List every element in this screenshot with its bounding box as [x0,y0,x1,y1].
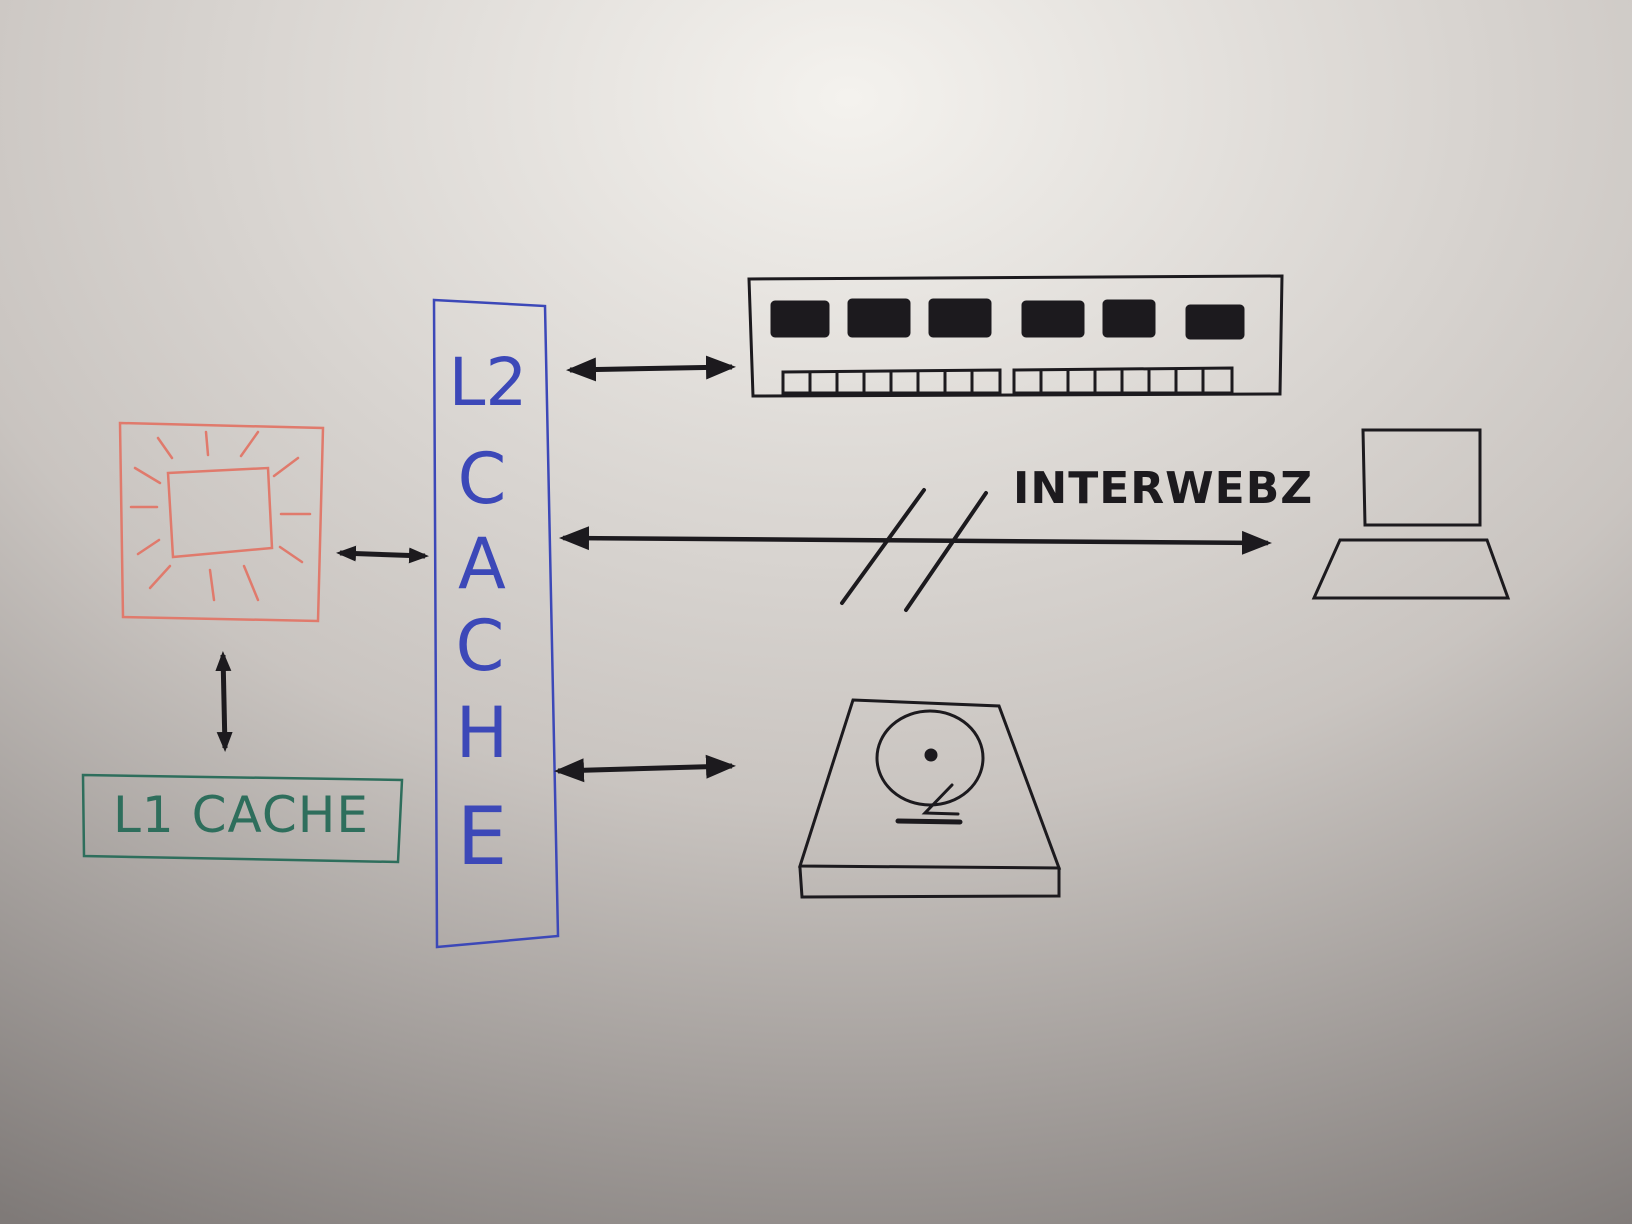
l2-disk-arrow [554,754,736,783]
laptop-icon [1311,428,1511,600]
l2-network-arrow [559,526,1272,555]
l2-cache: L2 C A C H E [432,298,560,949]
hard-drive-icon [797,698,1062,899]
l2-cache-letter-c1: C [458,438,507,520]
l2-cache-letter-a: A [458,523,506,605]
network-break-marks [840,488,988,612]
l2-cache-letter-c2: C [456,605,505,687]
l2-cache-letter-e: E [457,790,508,883]
memory-module-icon [747,274,1284,398]
cpu-l1-arrow [215,651,233,752]
l2-cache-letter-l2: L2 [449,344,528,421]
l2-cache-letter-h: H [456,692,509,774]
interwebz-label: INTERWEBZ [1013,463,1313,514]
l1-cache: L1 CACHE [81,773,404,864]
processor-chip-icon [118,421,325,623]
l1-cache-label: L1 CACHE [113,786,369,844]
cpu-l2-arrow [336,545,429,564]
l2-ram-arrow [566,355,736,382]
